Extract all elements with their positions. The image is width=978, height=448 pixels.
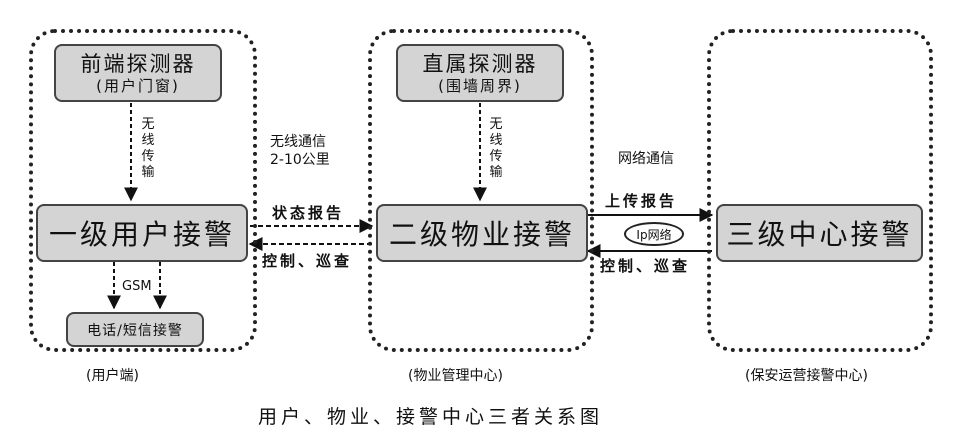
control-patrol-label-right: 控制、巡查 bbox=[600, 257, 691, 275]
panel-security-center bbox=[707, 29, 933, 352]
caption-property-center: (物业管理中心) bbox=[408, 368, 503, 384]
caption-user-end: (用户端) bbox=[86, 368, 139, 384]
wireless-label-middle: 无线传输 bbox=[489, 117, 503, 180]
diagram-title: 用户、物业、接警中心三者关系图 bbox=[258, 406, 604, 428]
level2-alarm-box: 二级物业接警 bbox=[376, 204, 588, 262]
wireless-comm-label: 无线通信 2-10公里 bbox=[270, 133, 330, 169]
wireless-label-left: 无线传输 bbox=[141, 117, 155, 180]
direct-detector-box: 直属探测器 (围墙周界) bbox=[396, 44, 564, 102]
level3-alarm-title: 三级中心接警 bbox=[726, 218, 913, 251]
ip-network-node: Ip网络 bbox=[624, 222, 684, 246]
phone-sms-title: 电话/短信接警 bbox=[87, 322, 183, 339]
phone-sms-box: 电话/短信接警 bbox=[66, 312, 204, 347]
direct-detector-title: 直属探测器 bbox=[422, 52, 538, 76]
front-detector-subtitle: (用户门窗) bbox=[96, 77, 180, 95]
front-detector-box: 前端探测器 (用户门窗) bbox=[54, 44, 222, 102]
wireless-comm-line2: 2-10公里 bbox=[270, 152, 330, 168]
upload-report-label: 上传报告 bbox=[605, 192, 678, 210]
level1-alarm-title: 一级用户接警 bbox=[48, 218, 235, 251]
level2-alarm-title: 二级物业接警 bbox=[388, 218, 575, 251]
status-report-label: 状态报告 bbox=[272, 204, 345, 222]
caption-security-center: (保安运营接警中心) bbox=[745, 368, 868, 384]
network-comm-label: 网络通信 bbox=[618, 151, 674, 167]
panel-user-end bbox=[29, 29, 257, 352]
level1-alarm-box: 一级用户接警 bbox=[36, 204, 248, 262]
control-patrol-label-left: 控制、巡查 bbox=[262, 252, 353, 270]
front-detector-title: 前端探测器 bbox=[80, 52, 196, 76]
panel-property-center bbox=[368, 29, 594, 352]
wireless-comm-line1: 无线通信 bbox=[270, 134, 326, 150]
direct-detector-subtitle: (围墙周界) bbox=[438, 77, 522, 95]
level3-alarm-box: 三级中心接警 bbox=[716, 204, 923, 262]
gsm-label: GSM bbox=[122, 279, 152, 294]
